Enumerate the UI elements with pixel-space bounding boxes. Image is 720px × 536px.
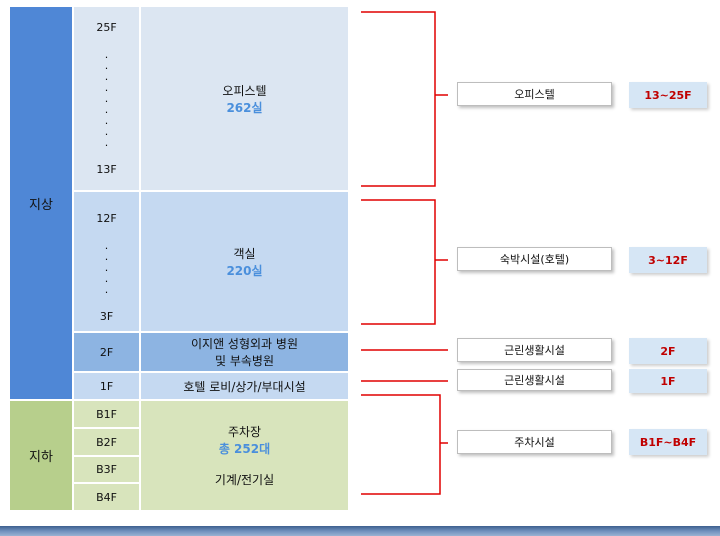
use-office: 오피스텔 262실 [140,6,349,191]
use-parking-name: 주차장 [227,425,262,439]
use-lobby: 호텔 로비/상가/부대시설 [140,372,349,400]
use-hotel-name: 객실 [233,246,256,261]
use-clinic: 이지앤 성형외과 병원 및 부속병원 [140,332,349,372]
floor-hotel-bottom: 3F [99,310,114,323]
floor-2f: 2F [73,332,140,372]
zone-above-label: 지상 [29,197,53,213]
use-office-name: 오피스텔 [222,83,267,98]
floor-tag-2f: 2F [629,338,707,364]
use-machine-room: 기계/전기실 [214,473,275,487]
floor-b3f: B3F [73,456,140,483]
use-label-hotel: 숙박시설(호텔) [457,247,612,271]
use-hotel-count: 220실 [226,263,263,278]
use-office-count: 262실 [226,100,263,115]
use-parking-count: 총 252대 [218,442,271,456]
floor-tag-1f: 1F [629,369,707,393]
floor-range-hotel: 12F ..... 3F [73,191,140,332]
bracket-basement [361,394,448,495]
floor-range-office: 25F ......... 13F [73,6,140,191]
use-basement: 주차장 총 252대 기계/전기실 [140,400,349,511]
floor-1f: 1F [73,372,140,400]
floor-dots: ......... [104,48,109,149]
zone-below-label: 지하 [29,450,53,465]
bottom-decorative-bar [0,526,720,536]
floor-tag-parking: B1F~B4F [629,429,707,455]
use-hotel: 객실 220실 [140,191,349,332]
floor-b4f: B4F [73,483,140,511]
bracket-office [361,11,448,187]
use-label-1f: 근린생활시설 [457,369,612,391]
zone-above-ground: 지상 [9,6,73,400]
use-label-parking: 주차시설 [457,430,612,454]
use-label-office: 오피스텔 [457,82,612,106]
bracket-hotel [361,199,448,325]
floor-tag-office: 13~25F [629,82,707,108]
floor-tag-hotel: 3~12F [629,247,707,273]
use-clinic-line1: 이지앤 성형외과 병원 [191,337,298,351]
floor-office-bottom: 13F [96,163,117,176]
floor-dots: ..... [104,239,109,296]
floor-hotel-top: 12F [96,212,117,225]
floor-b2f: B2F [73,428,140,456]
use-label-2f: 근린생활시설 [457,338,612,362]
use-clinic-line2: 및 부속병원 [214,354,274,368]
floor-office-top: 25F [96,21,117,34]
zone-below-ground: 지하 [9,400,73,511]
floor-b1f: B1F [73,400,140,428]
